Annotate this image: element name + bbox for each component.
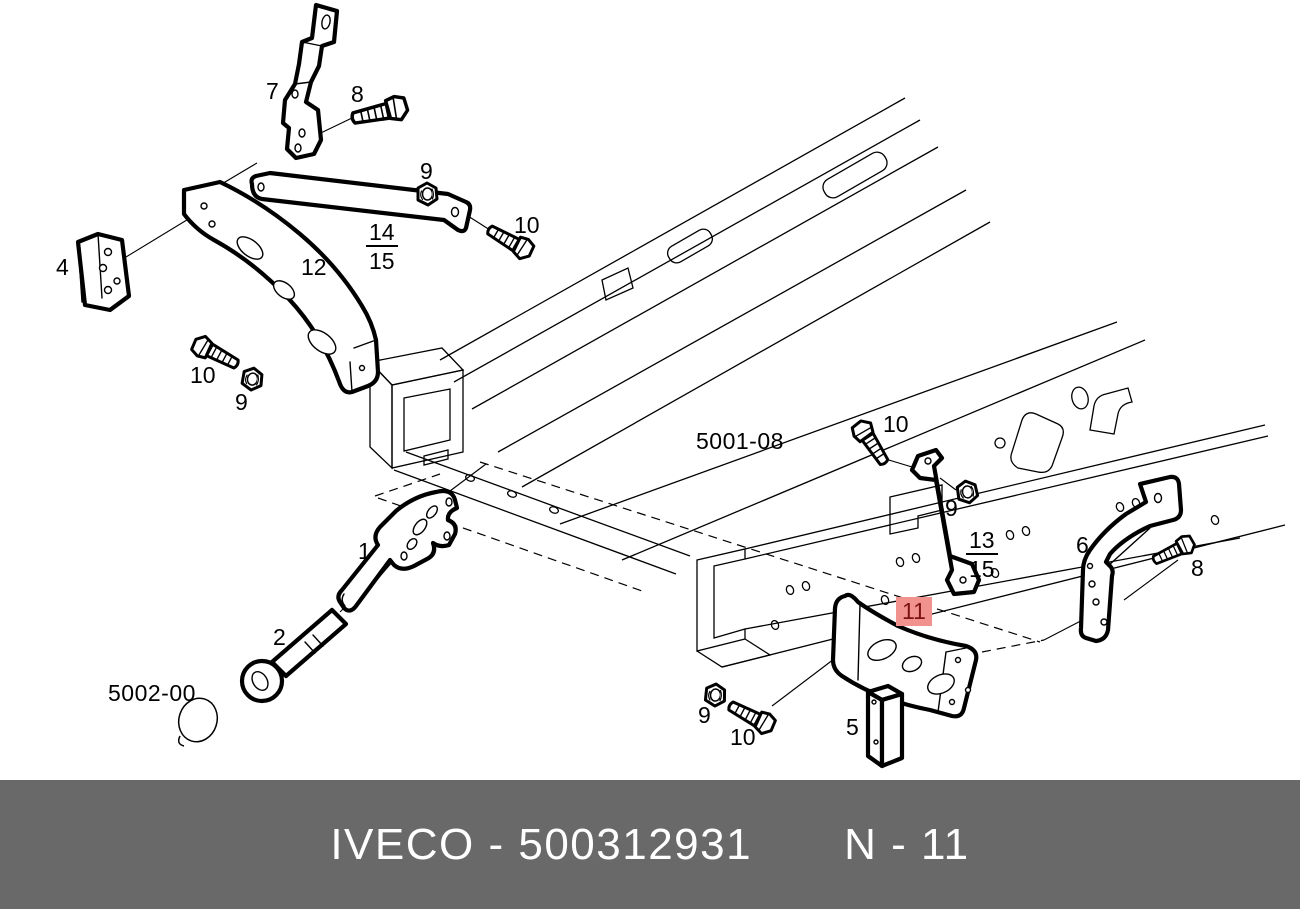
nut-9-right xyxy=(955,478,980,506)
bolt-10-lower xyxy=(723,694,780,739)
part-1-tow-bracket xyxy=(336,488,460,613)
bolt-10-left xyxy=(187,331,244,376)
part-11-bracket xyxy=(830,592,979,719)
part-4-bracket xyxy=(75,231,132,313)
leader-lines xyxy=(125,117,1179,707)
part-6-bracket xyxy=(1078,474,1184,644)
cap-disc-5002 xyxy=(177,697,219,747)
part-12-bracket xyxy=(181,179,381,395)
caption-bar: IVECO - 500312931 N - 11 xyxy=(0,780,1300,909)
part-2-tow-eye xyxy=(239,607,349,704)
caption-sheet-number: N - 11 xyxy=(844,819,970,869)
nut-9-upper xyxy=(416,181,439,207)
nut-9-lower xyxy=(703,681,728,709)
rail-hole-row xyxy=(770,497,1220,631)
part-14-15-strap xyxy=(249,170,473,234)
caption-part-number: IVECO - 500312931 xyxy=(330,819,753,869)
nut-9-left xyxy=(239,365,266,394)
exploded-parts-drawing xyxy=(75,2,1286,769)
part-13-15-strap xyxy=(909,447,982,597)
part-7-bracket xyxy=(280,2,340,161)
part-5-spacer-block xyxy=(865,683,905,769)
part-label-highlighted-11[interactable]: 11 xyxy=(896,597,932,626)
chassis-frame-lines xyxy=(368,97,1286,668)
bolt-8-upper xyxy=(347,92,411,132)
bolt-10-upper xyxy=(482,218,538,264)
